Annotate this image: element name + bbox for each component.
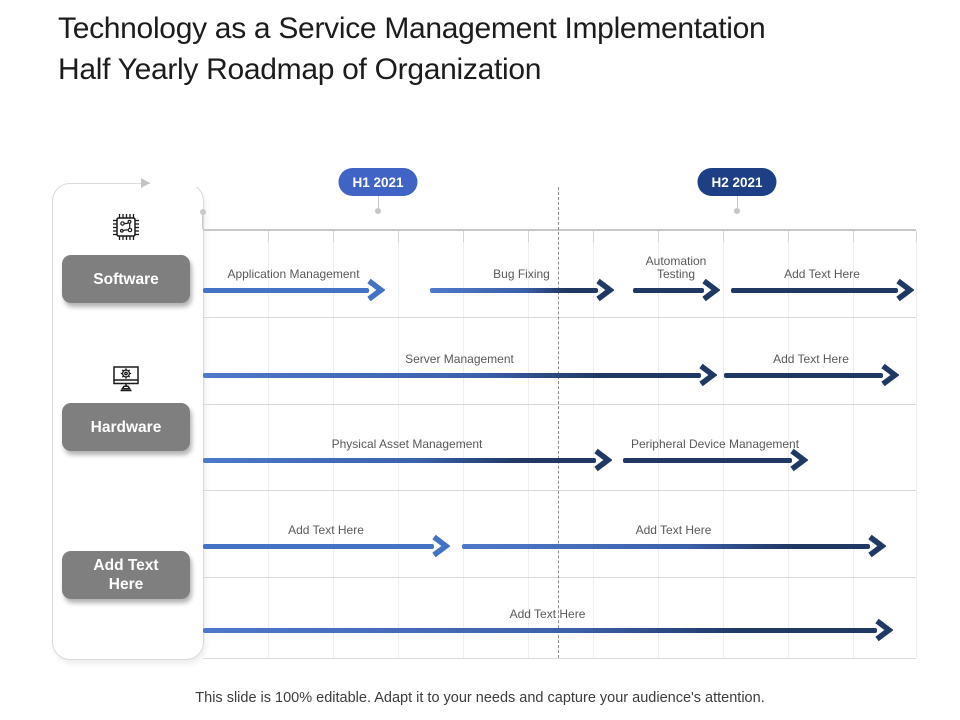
- arrow-head-icon: [700, 278, 721, 302]
- arrow-label-text: Server Management: [405, 352, 514, 366]
- arrow-label-text: Application Management: [227, 267, 360, 281]
- period-badge: H2 2021: [697, 168, 777, 196]
- badge-connector-line: [737, 196, 738, 208]
- timeline-gridline: [528, 231, 529, 658]
- timeline-arrow: [203, 628, 877, 633]
- arrow-label: Server Management: [203, 330, 716, 366]
- arrow-label: Add Text Here: [462, 501, 885, 537]
- arrow-head-icon: [894, 278, 915, 302]
- arrow-label: Bug Fixing: [430, 245, 613, 281]
- timeline-arrow: [203, 458, 596, 463]
- badge-connector-dot: [734, 208, 740, 214]
- arrow-label: Add Text Here: [731, 245, 913, 281]
- half-year-divider-line: [558, 187, 559, 658]
- timeline-tick: [723, 231, 724, 242]
- arrow-label-text: Automation Testing: [645, 254, 707, 281]
- sidebar-group-box: Software: [62, 255, 190, 303]
- timeline-tick: [853, 231, 854, 242]
- timeline-gridline: [593, 231, 594, 658]
- timeline-gridline: [723, 231, 724, 658]
- footer-note: This slide is 100% editable. Adapt it to…: [195, 690, 765, 706]
- sidebar-group-box: Add Text Here: [62, 551, 190, 599]
- slide-title-line1: Technology as a Service Management Imple…: [58, 12, 766, 45]
- arrow-label: Peripheral Device Management: [623, 415, 807, 451]
- arrow-label-text: Add Text Here: [773, 352, 849, 366]
- slide-title: Technology as a Service Management Imple…: [58, 8, 766, 90]
- timeline-tick: [788, 231, 789, 242]
- timeline-tick: [528, 231, 529, 242]
- arrow-label-text: Add Text Here: [509, 607, 586, 621]
- axis-start-line: [202, 215, 203, 229]
- timeline-gridline: [398, 231, 399, 658]
- row-separator: [203, 577, 916, 578]
- timeline-arrow: [724, 373, 883, 378]
- arrow-label-text: Add Text Here: [784, 267, 860, 281]
- badge-connector-line: [378, 196, 379, 208]
- arrow-label-text: Physical Asset Management: [331, 437, 483, 451]
- timeline-gridline: [268, 231, 269, 658]
- arrow-label: Physical Asset Management: [203, 415, 611, 451]
- slide-title-line2: Half Yearly Roadmap of Organization: [58, 53, 542, 86]
- timeline-arrow: [430, 288, 598, 293]
- bracket-arrow-icon: [141, 178, 150, 188]
- timeline-gridline: [658, 231, 659, 658]
- arrow-head-icon: [365, 278, 386, 302]
- timeline-tick: [463, 231, 464, 242]
- arrow-label-text: Add Text Here: [288, 523, 364, 537]
- timeline-gridline: [916, 231, 917, 658]
- arrow-head-icon: [873, 618, 894, 642]
- arrow-head-icon: [879, 363, 900, 387]
- timeline-gridline: [463, 231, 464, 658]
- arrow-label: Add Text Here: [203, 585, 892, 621]
- timeline-arrow: [203, 288, 369, 293]
- arrow-head-icon: [866, 534, 887, 558]
- timeline-tick: [658, 231, 659, 242]
- arrow-label: Add Text Here: [724, 330, 898, 366]
- timeline-gridline: [333, 231, 334, 658]
- badge-connector-dot: [375, 208, 381, 214]
- timeline-arrow: [462, 544, 870, 549]
- timeline-arrow: [623, 458, 792, 463]
- timeline-tick: [916, 231, 917, 242]
- row-separator: [203, 490, 916, 491]
- timeline-gridline: [853, 231, 854, 658]
- row-separator: [203, 317, 916, 318]
- timeline-tick: [333, 231, 334, 242]
- axis-start-dot: [200, 209, 206, 215]
- timeline-arrow: [731, 288, 898, 293]
- sidebar-group-box: Hardware: [62, 403, 190, 451]
- timeline-tick: [268, 231, 269, 242]
- bracket-cover: [150, 180, 204, 187]
- chip-icon: [106, 207, 146, 247]
- arrow-head-icon: [788, 448, 809, 472]
- timeline-tick: [398, 231, 399, 242]
- timeline-arrow: [633, 288, 704, 293]
- arrow-head-icon: [697, 363, 718, 387]
- sidebar-bracket: [52, 183, 204, 660]
- monitor-gear-icon: [106, 359, 146, 399]
- arrow-label: Application Management: [203, 245, 384, 281]
- arrow-label-text: Peripheral Device Management: [630, 437, 800, 451]
- period-badge: H1 2021: [338, 168, 418, 196]
- arrow-label-text: Add Text Here: [635, 523, 712, 537]
- timeline-arrow: [203, 373, 701, 378]
- timeline-tick: [593, 231, 594, 242]
- arrow-label: Add Text Here: [203, 501, 449, 537]
- arrow-head-icon: [430, 534, 451, 558]
- timeline-bottom-line: [203, 658, 916, 659]
- arrow-label-text: Bug Fixing: [493, 267, 550, 281]
- timeline-axis: [203, 229, 916, 231]
- arrow-label: Automation Testing: [633, 245, 719, 281]
- arrow-head-icon: [594, 278, 615, 302]
- row-separator: [203, 404, 916, 405]
- arrow-head-icon: [592, 448, 613, 472]
- timeline-gridline: [788, 231, 789, 658]
- timeline-arrow: [203, 544, 434, 549]
